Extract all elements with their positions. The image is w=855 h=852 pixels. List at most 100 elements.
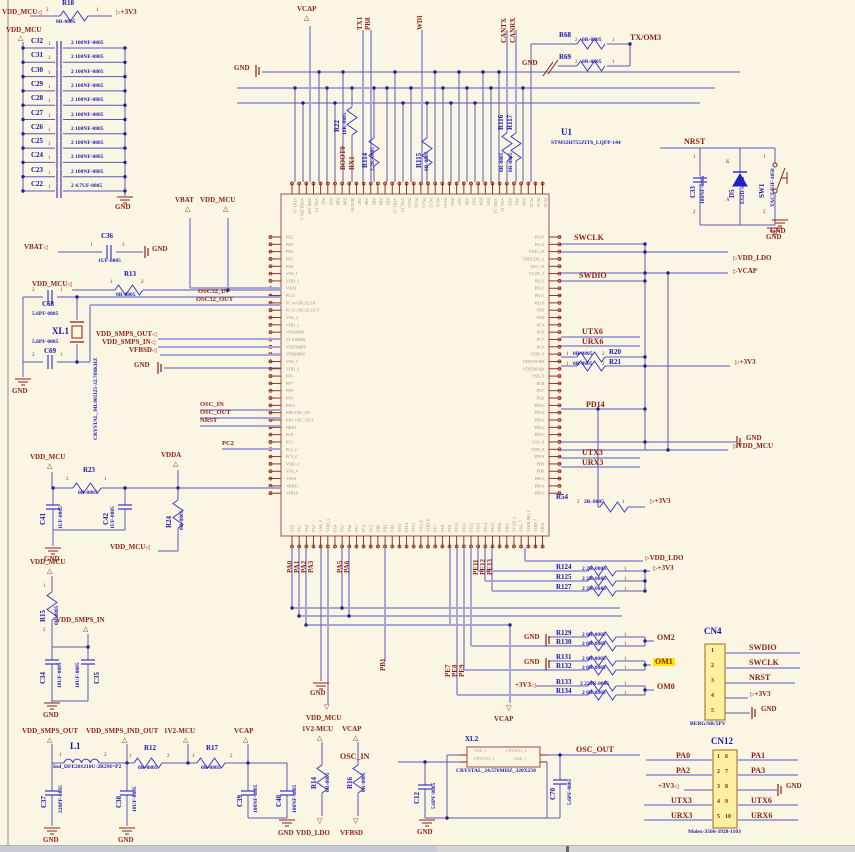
component-designator[interactable]: C27 [31,108,44,117]
component-value: 2 0R-0805 [582,641,606,647]
component-designator[interactable]: R68 [559,31,572,39]
svg-text:PF6: PF6 [286,374,293,379]
component-designator[interactable]: C12 [413,791,421,804]
component-value: 2 100NF-0805 [71,54,104,61]
component-designator[interactable]: R13 [124,270,137,278]
component-designator[interactable]: R127 [556,583,572,591]
power-up-arrow: △ [83,625,89,633]
net-label: GND [43,711,59,719]
component-designator[interactable]: R54 [556,493,569,501]
net-label: GND [746,434,762,442]
component-designator[interactable]: C25 [31,137,44,146]
component-designator[interactable]: C28 [31,94,44,103]
component-designator[interactable]: R17 [206,744,219,752]
svg-text:PE6: PE6 [286,264,293,269]
component-designator[interactable]: R114 [361,152,369,168]
net-label: VDDA [161,451,182,459]
svg-text:PD7: PD7 [457,198,462,205]
svg-text:VDD_5: VDD_5 [325,519,330,532]
pin-number: 1 [717,754,720,760]
component-designator[interactable]: R21 [609,358,622,366]
component-designator[interactable]: R18 [62,0,75,7]
component-value: 0R-0805 [573,351,593,357]
component-designator[interactable]: C69 [44,347,57,355]
component-designator[interactable]: C34 [39,671,47,684]
pin-number: 1 [48,84,51,90]
component-designator[interactable]: R130 [556,638,572,646]
net-label: 1V2-MCU [302,725,334,733]
component-value: 2 100NF-0805 [71,125,104,132]
component-designator[interactable]: C38 [115,795,123,808]
component-designator[interactable]: R24 [165,515,173,528]
component-designator[interactable]: R124 [556,563,572,571]
pin-number: 8 [725,784,728,790]
component-designator[interactable]: L1 [70,741,81,751]
component-designator[interactable]: C40 [275,794,283,807]
cn12-designator[interactable]: CN12 [711,736,733,746]
component-designator[interactable]: XL1 [52,326,70,336]
component-designator[interactable]: SW1 [758,183,766,198]
scrollbar-thumb[interactable] [0,846,437,852]
component-designator[interactable]: C37 [40,795,48,808]
svg-text:PB12: PB12 [540,523,545,532]
component-designator[interactable]: C35 [93,671,101,684]
component-designator[interactable]: R132 [556,662,572,670]
component-designator[interactable]: R129 [556,629,572,637]
component-designator[interactable]: R23 [83,466,96,474]
component-designator[interactable]: C30 [31,65,44,74]
component-designator[interactable]: R22 [333,119,341,132]
net-label: GND [43,836,59,844]
component-designator[interactable]: R115 [415,152,423,168]
svg-text:PC7: PC7 [537,337,544,342]
component-value: 2 2K-0805 [582,576,606,582]
net-label: +3V3◁ [515,681,536,690]
component-designator[interactable]: R12 [144,744,157,752]
net-label: URX6 [751,811,773,820]
component-designator[interactable]: R20 [609,348,622,356]
component-designator[interactable]: C22 [31,180,44,188]
component-designator[interactable]: R16 [346,776,354,789]
component-designator[interactable]: C23 [31,165,44,174]
component-designator[interactable]: C33 [689,185,697,198]
component-designator[interactable]: C24 [31,151,44,160]
component-designator[interactable]: C39 [236,794,244,807]
component-designator[interactable]: R133 [556,678,572,686]
component-value: 5.6PF-0805 [32,311,59,317]
svg-text:VSS_5: VSS_5 [318,520,323,532]
component-designator[interactable]: R125 [556,573,572,581]
component-designator[interactable]: R14 [310,776,318,789]
net-label: TX1 [356,16,364,30]
component-designator[interactable]: R69 [559,53,572,61]
component-designator[interactable]: C42 [102,512,110,525]
component-designator[interactable]: R15 [39,609,47,622]
component-designator[interactable]: R134 [556,687,572,695]
svg-text:PD11: PD11 [535,432,544,437]
component-designator[interactable]: C29 [31,79,44,88]
component-designator[interactable]: C31 [31,51,44,60]
component-designator[interactable]: D5 [728,189,736,198]
component-designator[interactable]: C68 [42,300,55,308]
pin-name: GND_1 [514,756,527,761]
component-designator[interactable]: R116 [497,114,505,130]
power-up-arrow: △ [122,736,128,744]
component-value: 0R-0805 [179,510,185,530]
svg-text:VDD_10: VDD_10 [529,249,544,254]
cn4-designator[interactable]: CN4 [704,626,722,636]
net-label: TX/OM3 [630,33,662,42]
component-designator[interactable]: XL2 [465,735,479,743]
horizontal-scrollbar[interactable] [0,845,855,852]
mcu-designator[interactable]: U1 [561,127,572,137]
component-designator[interactable]: C26 [31,122,44,131]
component-value: 2 0R-0805 [582,656,606,662]
component-designator[interactable]: C36 [101,232,114,240]
component-designator[interactable]: C41 [39,512,47,525]
net-label: GND [134,361,150,369]
component-designator[interactable]: C32 [31,37,44,45]
pin-number: 2 [575,60,578,65]
component-designator[interactable]: R117 [506,114,514,130]
mcu-pin-names: PE2PE3PE4PE5PE6VSS_1VDD_1VBATPC13PC14-OS… [286,198,548,532]
net-label: VDD_SMPS_IN [56,616,105,624]
component-designator[interactable]: C70 [549,787,557,800]
component-designator[interactable]: R131 [556,653,572,661]
